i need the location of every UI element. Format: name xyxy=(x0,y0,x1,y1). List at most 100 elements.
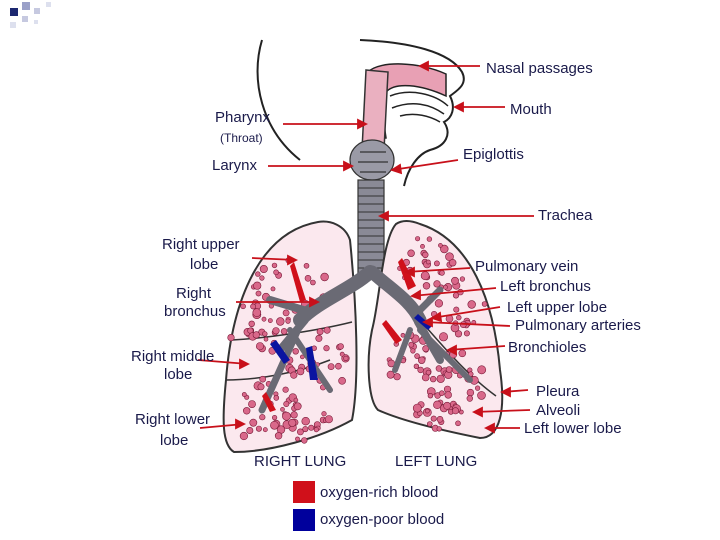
pharynx-shape xyxy=(362,70,388,150)
alveolus-dot xyxy=(286,319,291,324)
alveolus-dot xyxy=(256,426,261,431)
alveolus-dot xyxy=(250,419,257,426)
alveolus-dot xyxy=(431,416,436,421)
alveolus-dot xyxy=(413,404,421,412)
label-pulmonary-vein: Pulmonary vein xyxy=(475,258,578,275)
alveolus-dot xyxy=(411,349,416,354)
alveolus-dot xyxy=(256,291,261,296)
alveolus-dot xyxy=(322,411,327,416)
alveolus-dot xyxy=(453,293,459,299)
alveolus-dot xyxy=(270,421,278,429)
alveolus-dot xyxy=(274,395,279,400)
label-epiglottis: Epiglottis xyxy=(463,146,524,163)
alveolus-dot xyxy=(314,428,318,432)
alveolus-dot xyxy=(243,407,250,414)
alveolus-dot xyxy=(317,329,323,335)
alveolus-dot xyxy=(338,344,344,350)
alveolus-dot xyxy=(426,260,430,264)
alveolus-dot xyxy=(316,335,322,341)
alveolus-dot xyxy=(446,367,452,373)
alveolus-dot xyxy=(422,252,428,258)
alveolus-dot xyxy=(467,389,474,396)
alveolus-dot xyxy=(303,426,308,431)
legend-swatch-oxygen-rich xyxy=(293,481,315,503)
alveolus-dot xyxy=(291,412,298,419)
alveolus-dot xyxy=(302,417,310,425)
legend-swatch-oxygen-poor xyxy=(293,509,315,531)
alveolus-dot xyxy=(283,310,289,316)
alveolus-dot xyxy=(451,277,458,284)
alveolus-dot xyxy=(440,270,445,275)
label-right-lower-lobe-line1: Right lower xyxy=(135,411,210,428)
alveolus-dot xyxy=(301,438,307,444)
alveolus-dot xyxy=(478,366,486,374)
alveolus-dot xyxy=(248,401,255,408)
alveolus-dot xyxy=(328,364,334,370)
label-mouth: Mouth xyxy=(510,101,552,118)
alveolus-dot xyxy=(271,287,275,291)
alveolus-dot xyxy=(425,409,429,413)
alveolus-dot xyxy=(263,428,267,432)
alveolus-dot xyxy=(249,321,255,327)
alveolus-dot xyxy=(240,432,248,440)
alveolus-dot xyxy=(251,304,256,309)
alveolus-dot xyxy=(452,408,458,414)
alveolus-dot xyxy=(435,300,443,308)
alveolus-dot xyxy=(247,427,253,433)
alveolus-dot xyxy=(324,327,330,333)
alveolus-dot xyxy=(284,401,289,406)
alveolus-dot xyxy=(321,273,329,281)
alveolus-dot xyxy=(275,432,282,439)
alveolus-dot xyxy=(268,319,272,323)
alveolus-dot xyxy=(428,393,433,398)
alveolus-dot xyxy=(260,414,266,420)
alveolus-dot xyxy=(260,376,266,382)
alveolus-dot xyxy=(262,317,266,321)
label-left-bronchus: Left bronchus xyxy=(500,278,591,295)
alveolus-dot xyxy=(264,337,268,341)
label-trachea: Trachea xyxy=(538,207,592,224)
alveolus-dot xyxy=(325,416,332,423)
alveolus-dot xyxy=(433,401,441,409)
alveolus-dot xyxy=(309,425,314,430)
alveolus-dot xyxy=(449,259,456,266)
alveolus-dot xyxy=(294,398,298,402)
alveolus-dot xyxy=(282,412,290,420)
alveolus-dot xyxy=(464,331,469,336)
alveolus-dot xyxy=(253,332,260,339)
alveolus-dot xyxy=(430,376,436,382)
label-bronchioles: Bronchioles xyxy=(508,339,586,356)
alveolus-dot xyxy=(255,272,260,277)
alveolus-dot xyxy=(418,357,425,364)
alveolus-dot xyxy=(454,307,459,312)
alveolus-dot xyxy=(262,332,267,337)
alveolus-dot xyxy=(283,387,289,393)
label-left-upper-lobe: Left upper lobe xyxy=(507,299,607,316)
alveolus-dot xyxy=(293,348,299,354)
alveolus-dot xyxy=(439,333,447,341)
alveolus-dot xyxy=(276,318,284,326)
alveolus-dot xyxy=(273,328,280,335)
alveolus-dot xyxy=(408,250,415,257)
alveolus-dot xyxy=(281,328,287,334)
alveolus-dot xyxy=(258,384,264,390)
alveolus-dot xyxy=(456,421,461,426)
alveolus-dot xyxy=(482,302,487,307)
alveolus-dot xyxy=(242,392,246,396)
legend-label-oxygen-rich: oxygen-rich blood xyxy=(320,484,438,501)
alveolus-dot xyxy=(460,277,465,282)
alveolus-dot xyxy=(478,391,486,399)
alveolus-dot xyxy=(445,392,452,399)
alveolus-dot xyxy=(427,422,432,427)
alveolus-dot xyxy=(305,275,311,281)
label-right-lower-lobe-line2: lobe xyxy=(160,432,188,449)
alveolus-dot xyxy=(253,309,261,317)
label-right-middle-lobe-line1: Right middle xyxy=(131,348,214,365)
alveolus-dot xyxy=(421,272,429,280)
alveolus-dot xyxy=(438,243,442,247)
alveolus-dot xyxy=(422,374,429,381)
alveolus-dot xyxy=(274,270,279,275)
alveolus-dot xyxy=(253,282,261,290)
